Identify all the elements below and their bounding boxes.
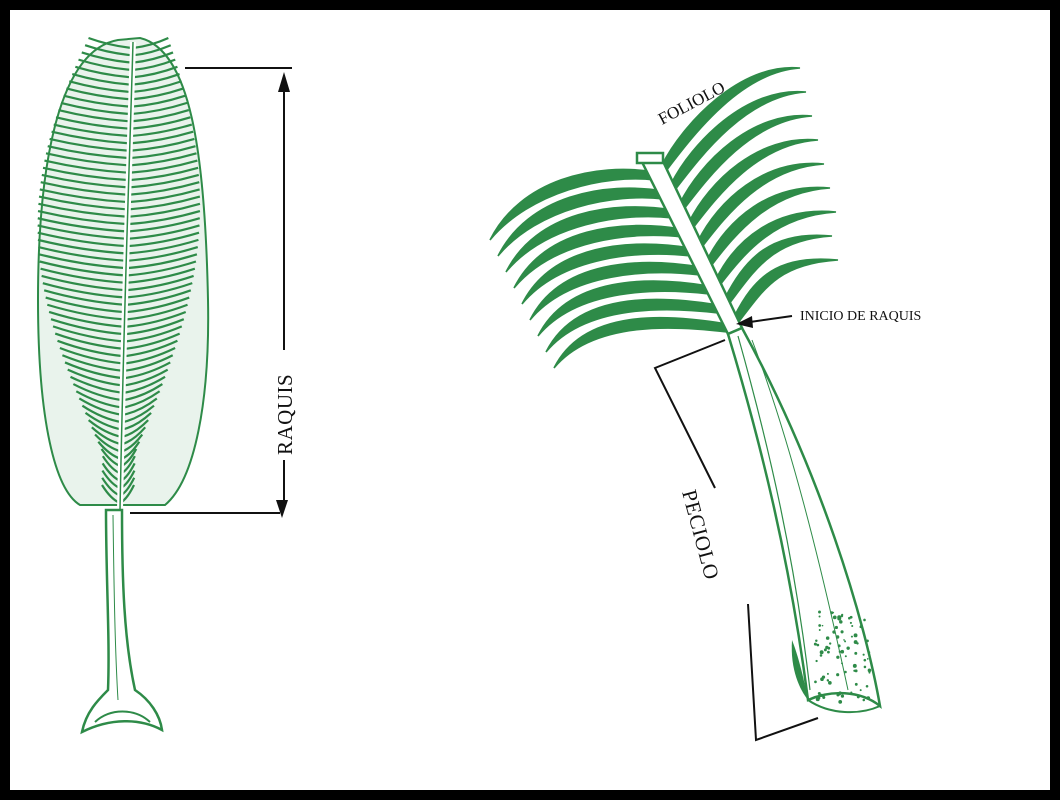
speckle <box>820 650 824 654</box>
whole-leaf-figure <box>38 38 209 732</box>
speckle <box>818 697 820 699</box>
speckle <box>833 615 837 619</box>
peciolo-label: PECIOLO <box>677 487 724 582</box>
speckle <box>863 619 866 622</box>
speckle <box>837 615 841 619</box>
arrow-down-icon <box>276 500 288 518</box>
petiole-stalk <box>82 510 162 732</box>
speckle <box>846 646 849 649</box>
speckle <box>827 673 829 675</box>
speckle <box>820 654 823 657</box>
speckle <box>843 639 845 641</box>
speckle <box>832 612 834 614</box>
speckle <box>840 650 844 654</box>
speckle <box>818 611 821 614</box>
arrow-up-icon <box>278 72 290 92</box>
speckle <box>838 700 842 704</box>
speckle <box>854 652 857 655</box>
speckle <box>848 617 851 620</box>
speckle <box>832 630 835 633</box>
speckle <box>868 651 870 653</box>
speckle <box>844 671 847 674</box>
speckle <box>836 673 839 676</box>
speckle <box>864 666 867 669</box>
speckle <box>863 654 865 656</box>
speckle <box>815 660 817 662</box>
speckle <box>839 620 843 624</box>
speckle <box>866 640 869 643</box>
speckle <box>826 636 829 639</box>
speckle <box>836 656 839 659</box>
speckle <box>836 635 839 638</box>
raquis-label: RAQUIS <box>273 374 297 455</box>
inicio-raquis-label: INICIO DE RAQUIS <box>800 309 921 324</box>
speckle <box>854 633 858 637</box>
speckle <box>841 630 844 633</box>
speckle <box>826 646 828 648</box>
speckle <box>835 626 838 629</box>
speckle <box>820 677 824 681</box>
speckle <box>838 644 841 647</box>
speckle <box>866 696 870 700</box>
speckle <box>853 670 855 672</box>
speckle <box>854 640 858 644</box>
speckle <box>851 636 853 638</box>
speckle <box>815 640 817 642</box>
speckle <box>822 696 825 699</box>
speckle <box>819 629 821 631</box>
speckle <box>827 651 830 654</box>
speckle <box>841 694 844 697</box>
speckle <box>819 615 821 617</box>
speckle <box>845 655 847 657</box>
speckle <box>822 625 824 627</box>
speckle <box>868 669 872 673</box>
speckle <box>857 695 860 698</box>
speckle <box>853 664 857 668</box>
detail-figure <box>490 68 880 713</box>
speckle <box>855 683 858 686</box>
speckle <box>867 658 869 660</box>
speckle <box>839 651 841 653</box>
speckle <box>868 672 870 674</box>
speckle <box>818 624 821 627</box>
speckle <box>836 693 839 696</box>
inicio-raquis-annotation: INICIO DE RAQUIS <box>736 309 921 328</box>
speckle <box>844 640 846 642</box>
speckle <box>866 685 869 688</box>
speckle <box>827 679 829 681</box>
speckle <box>829 642 831 644</box>
speckle <box>860 689 862 691</box>
speckle <box>841 662 843 664</box>
speckle <box>864 659 867 662</box>
speckle <box>814 643 817 646</box>
speckle <box>816 644 819 647</box>
speckle <box>851 625 853 627</box>
speckle <box>850 622 852 624</box>
speckle <box>850 692 852 694</box>
speckle <box>859 626 861 628</box>
speckle <box>863 634 865 636</box>
speckle <box>828 681 832 685</box>
speckle <box>863 699 866 702</box>
speckle <box>814 681 817 684</box>
